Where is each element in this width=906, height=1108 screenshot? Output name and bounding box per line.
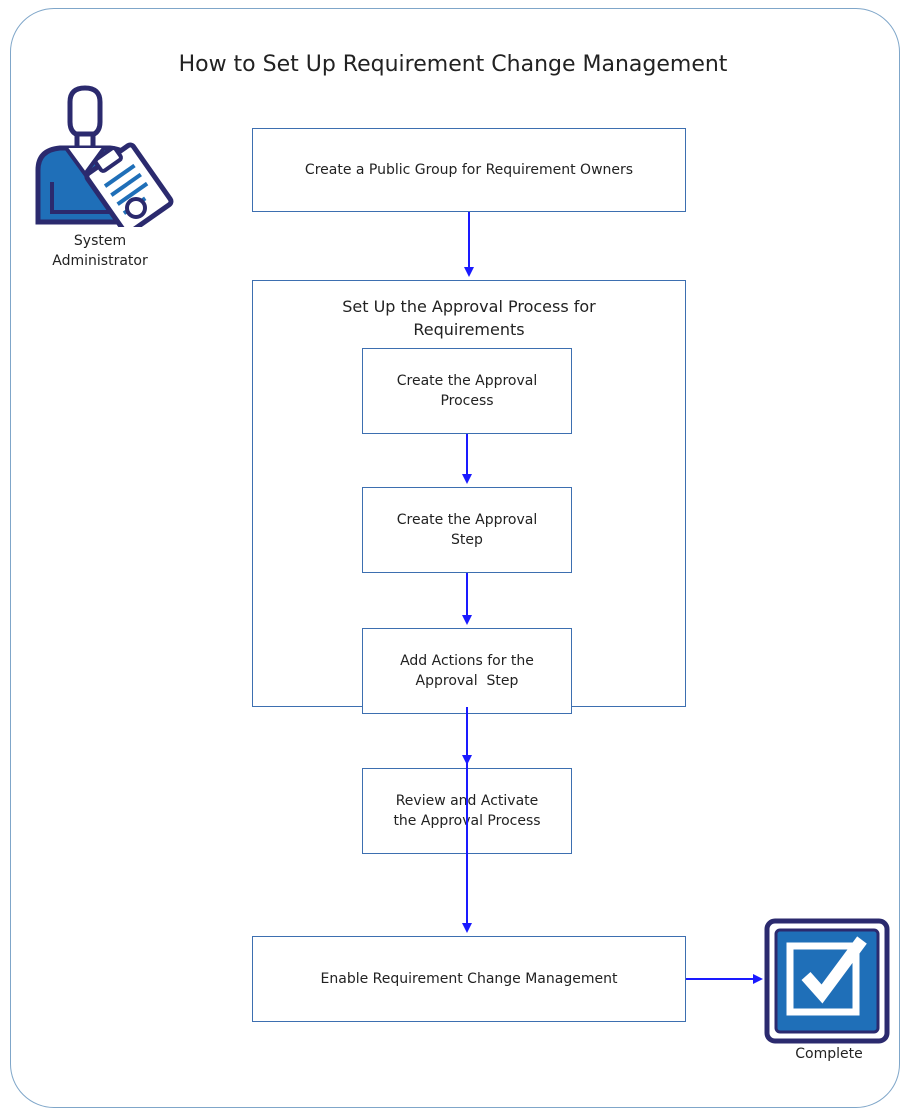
actor-label: System Administrator [40, 232, 160, 271]
approval-process-group: Set Up the Approval Process for Requirem… [252, 280, 686, 707]
actor-label-line2: Administrator [52, 252, 148, 269]
complete-label: Complete [795, 1046, 863, 1062]
step-enable-change-management: Enable Requirement Change Management [252, 936, 686, 1022]
group-title-line1: Set Up the Approval Process for [342, 297, 596, 316]
step-add-actions: Add Actions for the Approval Step [362, 628, 572, 714]
step-create-approval-step: Create the Approval Step [362, 487, 572, 573]
checkbox-complete-icon [764, 918, 890, 1044]
step-create-public-group: Create a Public Group for Requirement Ow… [252, 128, 686, 212]
diagram-title: How to Set Up Requirement Change Managem… [178, 52, 728, 77]
actor-label-line1: System [73, 233, 127, 249]
group-title-line2: Requirements [413, 320, 525, 340]
step-create-approval-process: Create the Approval Process [362, 348, 572, 434]
step-review-activate: Review and Activate the Approval Process [362, 768, 572, 854]
approval-process-group-title: Set Up the Approval Process for Requirem… [253, 295, 685, 341]
administrator-clipboard-icon [35, 85, 174, 227]
flow-arrows [462, 212, 763, 984]
